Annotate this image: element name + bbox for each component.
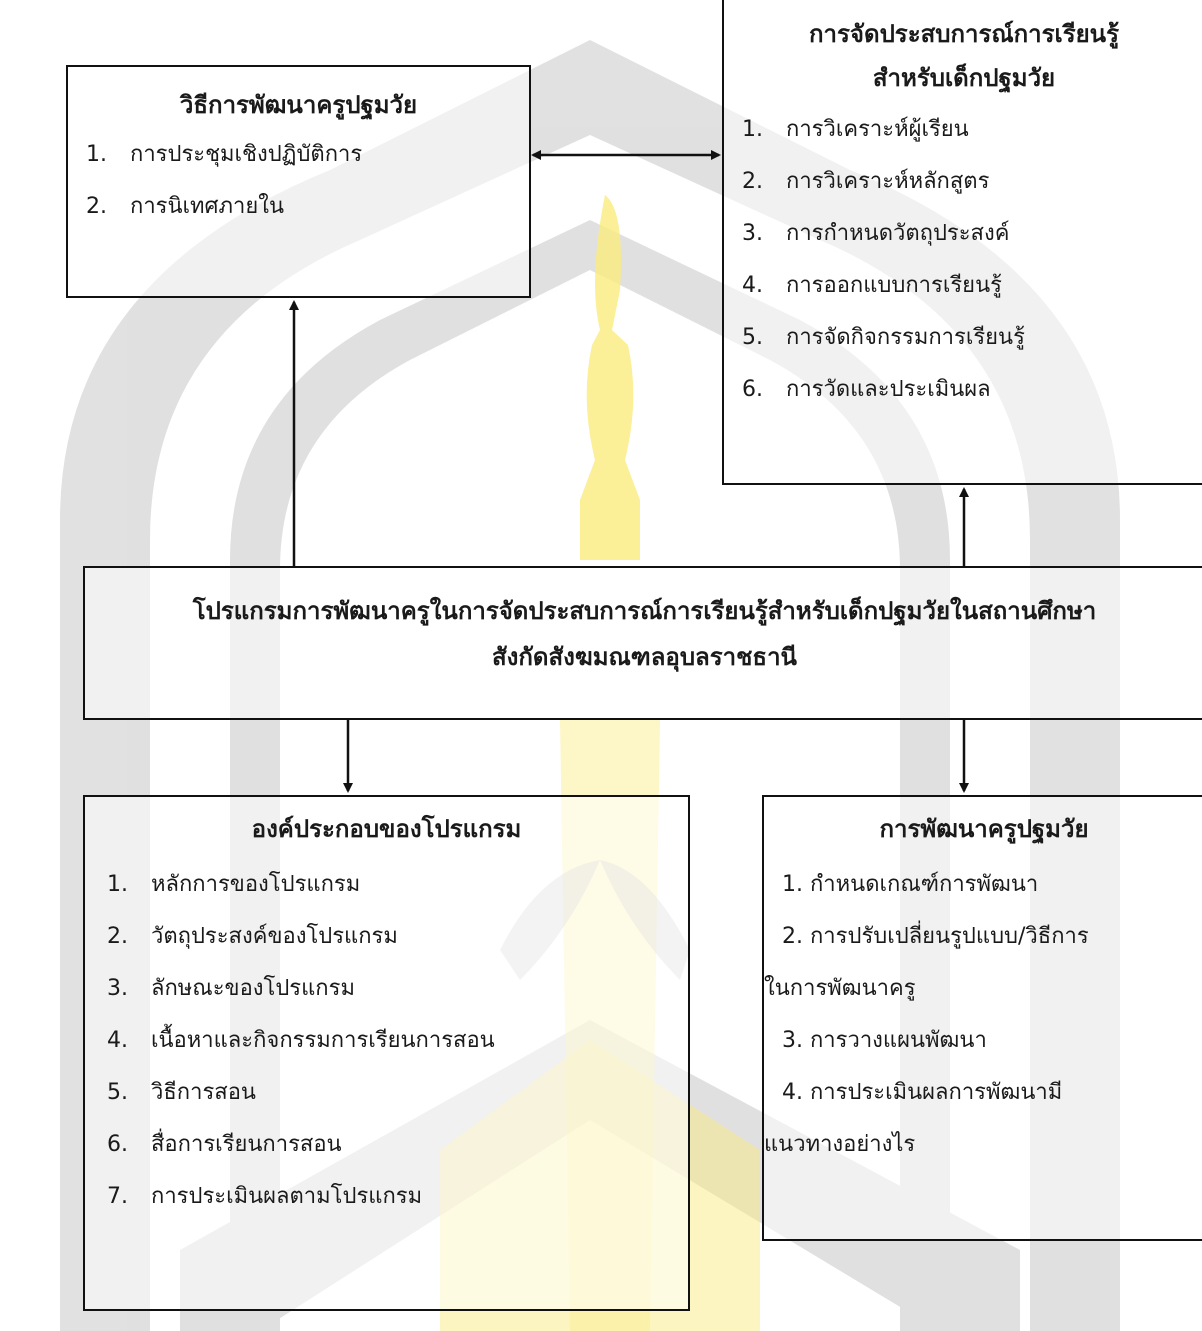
methods-list: 1.การประชุมเชิงปฏิบัติการ 2.การนิเทศภายใ… (86, 129, 529, 233)
experience-list: 1.การวิเคราะห์ผู้เรียน 2.การวิเคราะห์หลั… (742, 104, 1202, 416)
list-item: 2. การปรับเปลี่ยนรูปแบบ/วิธีการ (782, 924, 1089, 949)
methods-box: วิธีการพัฒนาครูปฐมวัย 1.การประชุมเชิงปฏิ… (66, 65, 531, 298)
learning-experience-box: การจัดประสบการณ์การเรียนรู้ สำหรับเด็กปฐ… (722, 0, 1202, 485)
list-item: 4.การออกแบบการเรียนรู้ (742, 273, 1002, 298)
components-title: องค์ประกอบของโปรแกรม (251, 815, 522, 843)
list-item: 1.การประชุมเชิงปฏิบัติการ (86, 142, 363, 167)
list-item: 6.การวัดและประเมินผล (742, 377, 991, 402)
list-item: 2.การวิเคราะห์หลักสูตร (742, 169, 990, 194)
list-item-continuation: แนวทางอย่างไร (764, 1132, 916, 1157)
list-item: 1.การวิเคราะห์ผู้เรียน (742, 117, 969, 142)
list-item: 5.การจัดกิจกรรมการเรียนรู้ (742, 325, 1025, 350)
components-list: 1.หลักการของโปรแกรม 2.วัตถุประสงค์ของโปร… (107, 859, 688, 1223)
program-title-line1: โปรแกรมการพัฒนาครูในการจัดประสบการณ์การเ… (192, 597, 1097, 625)
teacher-development-box: การพัฒนาครูปฐมวัย 1. กำหนดเกณฑ์การพัฒนา … (762, 795, 1202, 1241)
program-components-box: องค์ประกอบของโปรแกรม 1.หลักการของโปรแกรม… (83, 795, 690, 1311)
list-item: 7.การประเมินผลตามโปรแกรม (107, 1184, 423, 1209)
experience-title-line2: สำหรับเด็กปฐมวัย (872, 64, 1056, 92)
list-item: 6.สื่อการเรียนการสอน (107, 1132, 342, 1157)
list-item-continuation: ในการพัฒนาครู (764, 976, 916, 1001)
development-title: การพัฒนาครูปฐมวัย (879, 815, 1089, 843)
program-title-line2: สังกัดสังฆมณฑลอุบลราชธานี (492, 643, 797, 671)
methods-title: วิธีการพัฒนาครูปฐมวัย (179, 91, 418, 119)
list-item: 1. กำหนดเกณฑ์การพัฒนา (782, 872, 1039, 897)
experience-title-line1: การจัดประสบการณ์การเรียนรู้ (809, 20, 1119, 48)
program-box: โปรแกรมการพัฒนาครูในการจัดประสบการณ์การเ… (83, 566, 1202, 720)
watermark-spire (580, 195, 640, 560)
list-item: 2.การนิเทศภายใน (86, 194, 285, 219)
list-item: 4.เนื้อหาและกิจกรรมการเรียนการสอน (107, 1028, 495, 1053)
list-item: 3.การกำหนดวัตถุประสงค์ (742, 221, 1010, 246)
list-item: 2.วัตถุประสงค์ของโปรแกรม (107, 924, 398, 949)
list-item: 4. การประเมินผลการพัฒนามี (782, 1080, 1063, 1105)
list-item: 1.หลักการของโปรแกรม (107, 872, 361, 897)
development-list: 1. กำหนดเกณฑ์การพัฒนา 2. การปรับเปลี่ยนร… (764, 859, 1202, 1171)
list-item: 3.ลักษณะของโปรแกรม (107, 976, 355, 1001)
list-item: 3. การวางแผนพัฒนา (782, 1028, 987, 1053)
list-item: 5.วิธีการสอน (107, 1080, 256, 1105)
